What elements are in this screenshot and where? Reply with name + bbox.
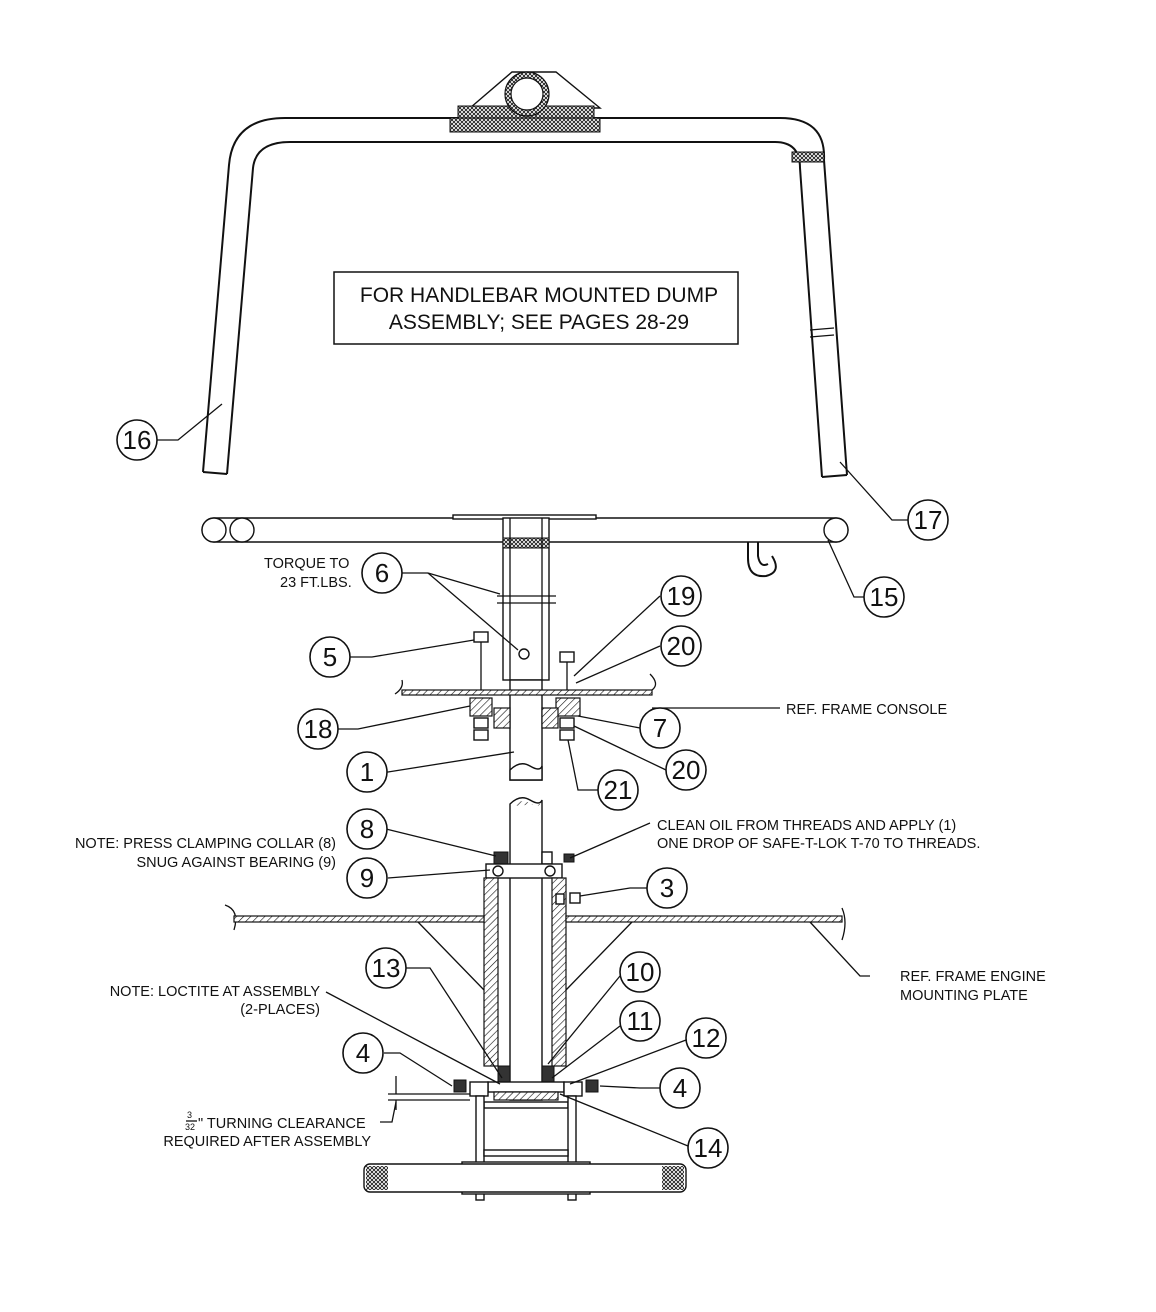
loctite-note-line1: NOTE: LOCTITE AT ASSEMBLY (110, 984, 321, 1000)
callout-13: 13 (365, 947, 407, 989)
svg-text:14: 14 (694, 1133, 723, 1163)
torque-note-line2: 23 FT.LBS. (280, 575, 352, 591)
engine-plate-label-line1: REF. FRAME ENGINE (900, 969, 1046, 985)
svg-text:8: 8 (360, 814, 374, 844)
notes: TORQUE TO 23 FT.LBS. REF. FRAME CONSOLE … (75, 556, 1046, 1150)
dump-clamp (449, 71, 602, 133)
torque-note-line1: TORQUE TO (264, 556, 349, 572)
clean-note-line2: ONE DROP OF SAFE-T-LOK T-70 TO THREADS. (657, 836, 980, 852)
callout-15: 15 (863, 576, 905, 618)
svg-text:15: 15 (870, 582, 899, 612)
svg-text:4: 4 (673, 1073, 687, 1103)
svg-text:7: 7 (653, 713, 667, 743)
svg-text:20: 20 (667, 631, 696, 661)
svg-text:19: 19 (667, 581, 696, 611)
svg-text:5: 5 (323, 642, 337, 672)
callout-11: 11 (619, 1000, 661, 1042)
clean-note-line1: CLEAN OIL FROM THREADS AND APPLY (1) (657, 818, 956, 834)
frame-console (394, 631, 657, 741)
engine-plate-label-line2: MOUNTING PLATE (900, 988, 1028, 1004)
handlebar (202, 117, 848, 478)
callout-21: 21 (597, 769, 639, 811)
loctite-note-line2: (2-PLACES) (240, 1002, 320, 1018)
callout-18: 18 (297, 708, 339, 750)
svg-text:21: 21 (604, 775, 633, 805)
callout-12: 12 (685, 1017, 727, 1059)
callout-16: 16 (116, 419, 158, 461)
callout-20-lower: 20 (665, 749, 707, 791)
leader-lines (156, 403, 908, 1147)
svg-text:6: 6 (375, 558, 389, 588)
svg-text:13: 13 (372, 953, 401, 983)
svg-text:1: 1 (360, 757, 374, 787)
callout-7: 7 (639, 707, 681, 749)
callout-5: 5 (309, 636, 351, 678)
upper-shaft (497, 517, 556, 781)
clearance-note-line2: REQUIRED AFTER ASSEMBLY (163, 1134, 371, 1150)
note-box-line1: FOR HANDLEBAR MOUNTED DUMP (360, 284, 718, 307)
press-note-line1: NOTE: PRESS CLAMPING COLLAR (8) (75, 836, 336, 852)
svg-text:17: 17 (914, 505, 943, 535)
callout-17: 17 (907, 499, 949, 541)
note-box: FOR HANDLEBAR MOUNTED DUMP ASSEMBLY; SEE… (333, 271, 739, 345)
callout-8: 8 (346, 808, 388, 850)
note-box-line2: ASSEMBLY; SEE PAGES 28-29 (389, 311, 689, 334)
press-note-line2: SNUG AGAINST BEARING (9) (136, 855, 336, 871)
clearance-fraction-denominator: 32 (185, 1122, 195, 1132)
callout-6: 6 (361, 552, 403, 594)
frame-console-label: REF. FRAME CONSOLE (786, 702, 947, 718)
callout-19: 19 (660, 575, 702, 617)
callout-20-upper: 20 (660, 625, 702, 667)
callout-4-right: 4 (659, 1067, 701, 1109)
svg-text:3: 3 (660, 873, 674, 903)
svg-text:20: 20 (672, 755, 701, 785)
callout-4-left: 4 (342, 1032, 384, 1074)
callout-3: 3 (646, 867, 688, 909)
svg-text:18: 18 (304, 714, 333, 744)
callout-1: 1 (346, 751, 388, 793)
lower-shaft (483, 797, 581, 1101)
callout-14: 14 (687, 1127, 729, 1169)
svg-text:4: 4 (356, 1038, 370, 1068)
callout-10: 10 (619, 951, 661, 993)
lower-bearing-assembly (363, 1065, 687, 1201)
engine-plate (224, 904, 846, 991)
svg-text:11: 11 (627, 1006, 654, 1036)
svg-text:9: 9 (360, 863, 374, 893)
svg-text:16: 16 (123, 425, 152, 455)
callouts: 16 17 15 6 19 5 20 18 7 1 20 21 8 9 3 13… (116, 419, 949, 1169)
callout-9: 9 (346, 857, 388, 899)
clearance-note-line1: " TURNING CLEARANCE (198, 1116, 366, 1132)
svg-text:12: 12 (692, 1023, 721, 1053)
clearance-fraction-numerator: 3 (187, 1110, 192, 1120)
svg-text:10: 10 (626, 957, 655, 987)
